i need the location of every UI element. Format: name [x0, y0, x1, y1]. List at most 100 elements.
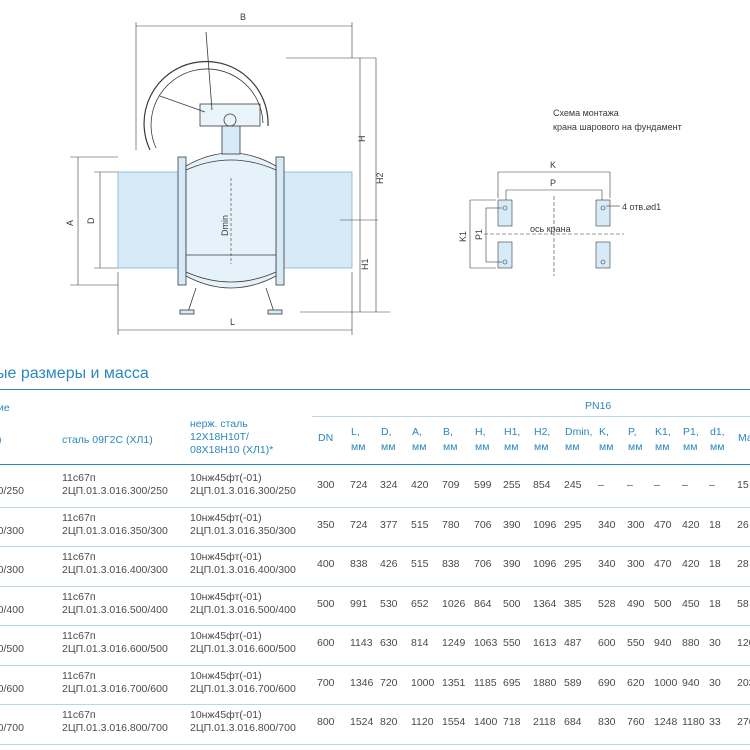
- row-left-fragment: 600/500: [0, 643, 24, 655]
- row-value: 420: [682, 518, 700, 531]
- pipe-left: [117, 171, 181, 269]
- row-value: 630: [380, 637, 398, 649]
- dim-header-name: d1,: [710, 426, 725, 438]
- table-row: 500/40011с67п2ЦП.01.3.016.500/40010нж45ф…: [0, 587, 750, 626]
- row-stainless-mark: 10нж45фт(-01): [190, 630, 262, 642]
- row-left-fragment: 400/300: [0, 564, 24, 576]
- row-value: 487: [564, 637, 582, 649]
- row-value: –: [709, 479, 715, 491]
- row-left-fragment: 500/400: [0, 603, 24, 616]
- row-value: 470: [654, 558, 672, 570]
- row-value: 30: [709, 637, 721, 649]
- row-steel-code: 2ЦП.01.3.016.800/700: [62, 722, 168, 734]
- row-value: 350: [317, 518, 335, 531]
- row-value: 838: [350, 558, 368, 570]
- row-value: 1400: [474, 716, 498, 728]
- dim-header-unit: мм: [381, 441, 396, 453]
- row-divider: [0, 585, 750, 587]
- dim-header-name: Dmin,: [565, 426, 593, 438]
- row-value: 1364: [533, 597, 557, 610]
- row-value: 1026: [442, 597, 466, 610]
- row-value: 1524: [350, 716, 374, 728]
- row-divider: [0, 625, 750, 626]
- label-h2: H2: [375, 172, 385, 184]
- row-value: 599: [474, 479, 492, 491]
- dim-header-name: H1,: [504, 426, 521, 438]
- flange-left: [177, 156, 187, 286]
- row-value: 528: [598, 597, 616, 610]
- row-value: 720: [380, 676, 398, 689]
- row-stainless-code: 2ЦП.01.3.016.700/600: [190, 682, 296, 695]
- row-value: 120: [737, 637, 750, 649]
- row-stainless-code: 2ЦП.01.3.016.600/500: [190, 643, 296, 655]
- dim-header-unit: мм: [599, 441, 614, 453]
- row-value: 1185: [474, 676, 497, 689]
- row-value: 470: [654, 518, 672, 531]
- row-value: 1248: [654, 716, 678, 728]
- row-divider: [0, 546, 750, 547]
- header-steel: сталь 09Г2С (ХЛ1): [62, 434, 153, 446]
- row-value: 2118: [533, 716, 556, 728]
- row-value: 300: [627, 558, 645, 570]
- dim-header-unit: мм: [443, 441, 458, 453]
- row-steel-code: 2ЦП.01.3.016.500/400: [62, 603, 168, 616]
- row-value: 203: [737, 676, 750, 689]
- row-value: 255: [503, 479, 521, 491]
- row-value: 695: [503, 676, 521, 689]
- row-value: 420: [682, 558, 700, 570]
- row-value: –: [654, 479, 660, 491]
- row-steel-code: 2ЦП.01.3.016.700/600: [62, 682, 168, 695]
- row-divider: [0, 743, 750, 745]
- dim-header-name: K1,: [655, 426, 671, 438]
- dim-header-name: A,: [412, 426, 422, 438]
- row-value: 530: [380, 597, 398, 610]
- header-stainless-1: нерж. сталь: [190, 418, 248, 430]
- row-value: 300: [317, 479, 335, 491]
- row-value: 814: [411, 637, 429, 649]
- header-rule: [0, 464, 750, 465]
- specs-table: ие PN16 ) сталь 09Г2С (ХЛ1) нерж. сталь …: [0, 392, 750, 750]
- valve-dimensions: [70, 22, 390, 335]
- row-value: 426: [380, 558, 398, 570]
- row-value: 390: [503, 558, 521, 570]
- row-stainless-code: 2ЦП.01.3.016.500/400: [190, 603, 296, 616]
- row-value: 515: [411, 558, 429, 570]
- row-value: 760: [627, 716, 645, 728]
- row-value: 300: [627, 518, 645, 531]
- row-value: 589: [564, 676, 582, 689]
- row-value: 1351: [442, 676, 466, 689]
- row-value: 600: [598, 637, 616, 649]
- row-value: 28: [737, 558, 749, 570]
- dim-header-name: K,: [599, 426, 609, 438]
- row-left-fragment: 800/700: [0, 722, 24, 734]
- row-divider: [0, 664, 750, 666]
- pn-label: PN16: [585, 400, 612, 412]
- row-stainless-code: 2ЦП.01.3.016.400/300: [190, 564, 296, 576]
- row-value: 800: [317, 716, 335, 728]
- row-value: –: [682, 479, 688, 491]
- row-value: 295: [564, 558, 582, 570]
- dim-header-name: H,: [475, 426, 486, 438]
- dim-header-unit: мм: [475, 441, 490, 453]
- dim-header-name: D,: [381, 426, 392, 438]
- row-steel-mark: 11с67п: [62, 551, 96, 563]
- row-value: 600: [317, 637, 335, 649]
- row-stainless-code: 2ЦП.01.3.016.350/300: [190, 524, 296, 537]
- dim-header-unit: мм: [710, 441, 725, 453]
- row-value: 1346: [350, 676, 374, 689]
- row-value: 854: [533, 479, 551, 491]
- row-value: 706: [474, 558, 492, 570]
- header-left-fragment: ие: [0, 402, 10, 414]
- holes-label: 4 отв.⌀d1: [622, 202, 661, 212]
- table-row: 800/70011с67п2ЦП.01.3.016.800/70010нж45ф…: [0, 705, 750, 745]
- row-left-fragment: 350/300: [0, 524, 24, 537]
- row-value: 1180: [682, 716, 705, 728]
- row-stainless-code: 2ЦП.01.3.016.800/700: [190, 722, 296, 734]
- row-value: 450: [682, 597, 700, 610]
- row-divider: [0, 506, 750, 508]
- row-value: 33: [709, 716, 721, 728]
- row-value: 340: [598, 518, 616, 531]
- row-value: 838: [442, 558, 460, 570]
- header-stainless-2: 12Х18Н10Т/: [190, 431, 249, 443]
- row-value: 18: [709, 518, 721, 531]
